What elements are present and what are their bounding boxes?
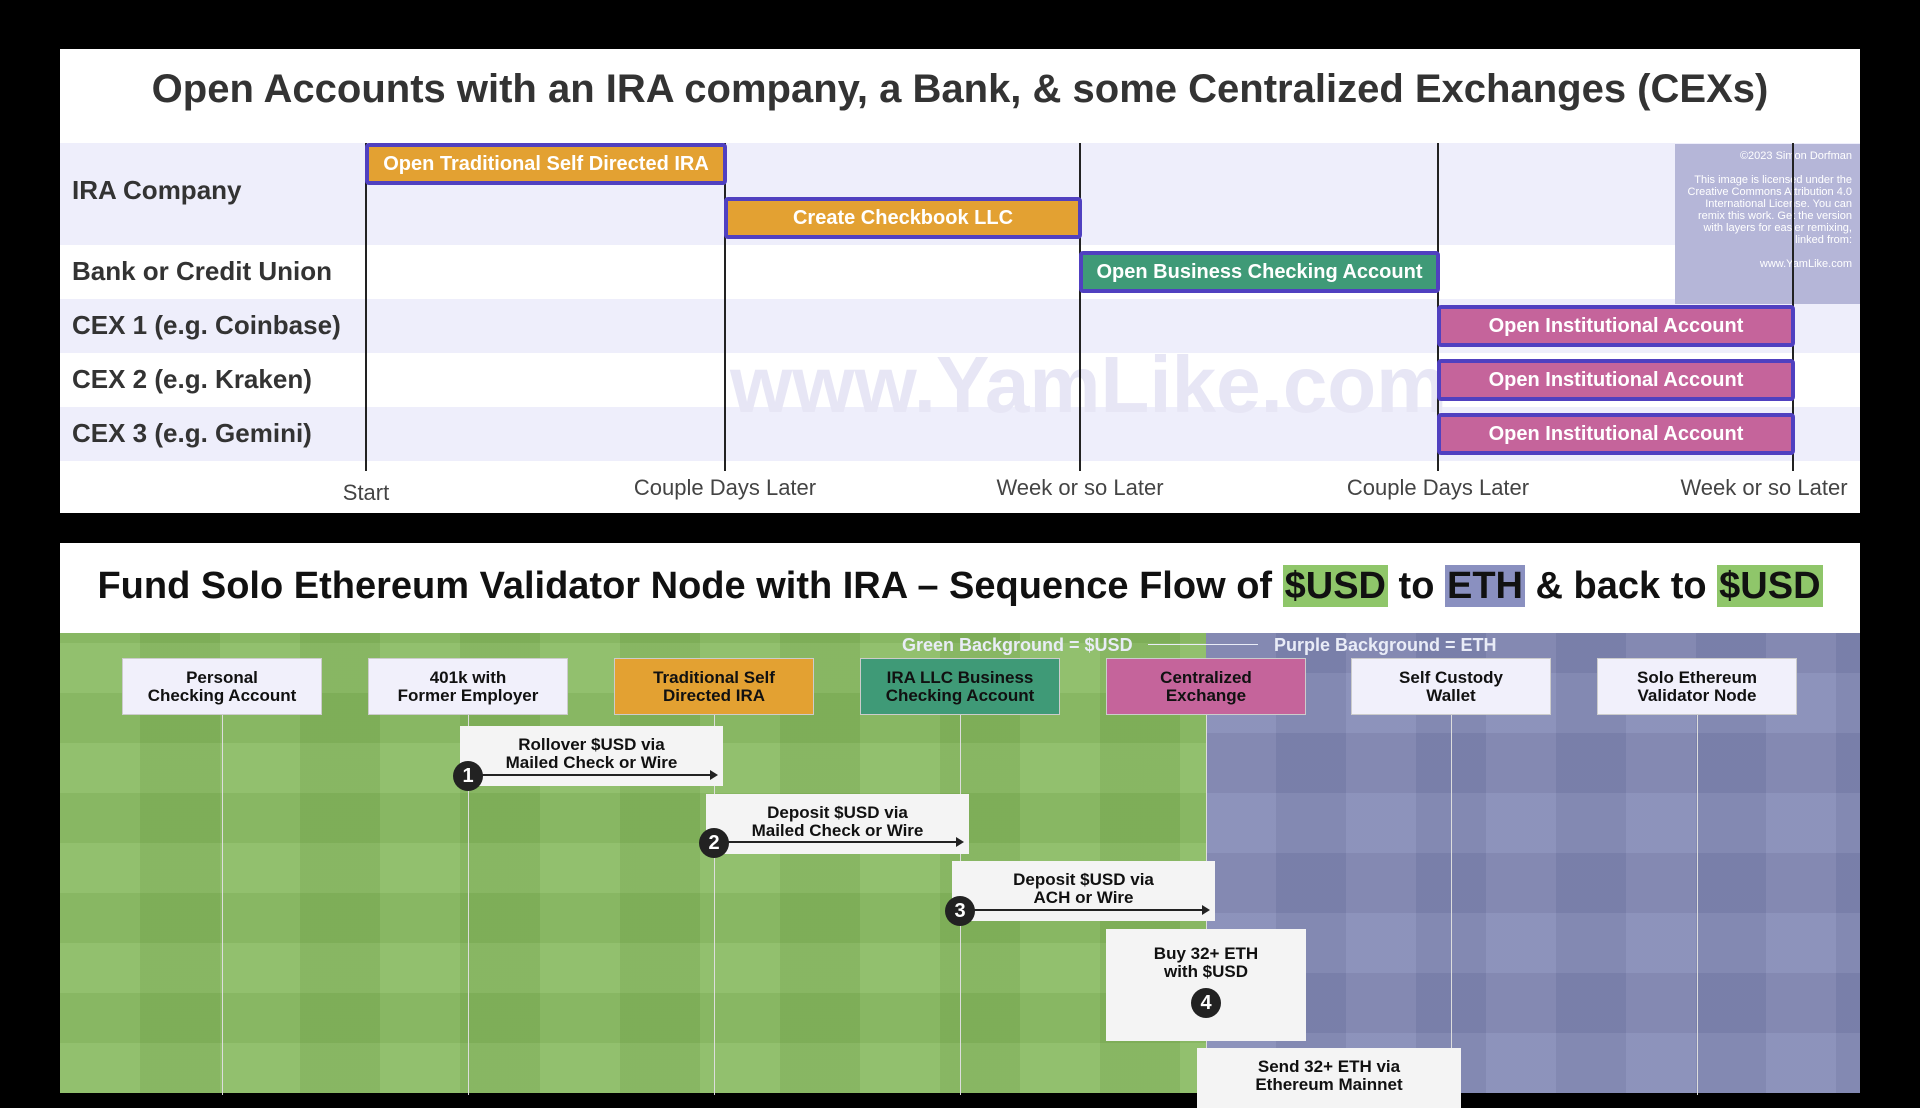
- title-usd-highlight: $USD: [1282, 565, 1388, 607]
- timeline-gridline: [724, 143, 726, 471]
- arrow: [962, 905, 1210, 915]
- timeline-gridline: [365, 143, 367, 471]
- step-number: 3: [945, 896, 975, 926]
- lifeline: [714, 715, 715, 1095]
- step-deposit-exchange: Deposit $USD via ACH or Wire: [952, 861, 1215, 921]
- task-bar-create-llc: Create Checkbook LLC: [724, 197, 1082, 239]
- step-number: 2: [699, 828, 729, 858]
- row-label-cex3: CEX 3 (e.g. Gemini): [72, 418, 312, 448]
- purple-bg-legend: Purple Background = ETH: [1274, 635, 1497, 655]
- actor-self-directed-ira: Traditional Self Directed IRA: [614, 658, 814, 715]
- row-label-bank: Bank or Credit Union: [72, 256, 333, 286]
- tick-label: Couple Days Later: [633, 475, 817, 500]
- green-bg-legend: Green Background = $USD: [902, 635, 1133, 655]
- title-part: & back to: [1524, 565, 1718, 607]
- row-label-cex1: CEX 1 (e.g. Coinbase): [72, 310, 341, 340]
- lifeline: [222, 715, 223, 1095]
- lifeline: [1451, 715, 1452, 1095]
- sequence-title: Fund Solo Ethereum Validator Node with I…: [60, 565, 1860, 608]
- step-send-eth: Send 32+ ETH via Ethereum Mainnet: [1197, 1048, 1461, 1108]
- sequence-flow-panel: Fund Solo Ethereum Validator Node with I…: [60, 543, 1860, 1108]
- step-number: 4: [1191, 988, 1221, 1018]
- license-text: This image is licensed under the Creativ…: [1687, 174, 1852, 246]
- title-eth-highlight: ETH: [1444, 565, 1525, 607]
- step-rollover: Rollover $USD via Mailed Check or Wire: [460, 726, 723, 786]
- title-part: Fund Solo Ethereum Validator Node with I…: [97, 565, 1283, 607]
- watermark: www.YamLike.com: [730, 340, 1448, 429]
- actor-self-custody-wallet: Self Custody Wallet: [1351, 658, 1551, 715]
- arrow: [716, 837, 964, 847]
- license-url: www.YamLike.com: [1759, 258, 1852, 270]
- row-label-cex2: CEX 2 (e.g. Kraken): [72, 364, 312, 394]
- task-bar-business-checking: Open Business Checking Account: [1079, 251, 1440, 293]
- task-bar-cex1-account: Open Institutional Account: [1437, 305, 1795, 347]
- title-part: to: [1388, 565, 1445, 607]
- tick-label: Start: [342, 480, 390, 505]
- tick-label: Week or so Later: [1680, 475, 1848, 500]
- actor-personal-checking: Personal Checking Account: [122, 658, 322, 715]
- arrow: [470, 770, 718, 780]
- actor-validator-node: Solo Ethereum Validator Node: [1597, 658, 1797, 715]
- task-bar-cex3-account: Open Institutional Account: [1437, 413, 1795, 455]
- tick-label: Week or so Later: [996, 475, 1164, 500]
- step-buy-eth: Buy 32+ ETH with $USD: [1106, 929, 1306, 1041]
- actor-401k: 401k with Former Employer: [368, 658, 568, 715]
- task-bar-open-ira: Open Traditional Self Directed IRA: [365, 143, 727, 185]
- lifeline: [1697, 715, 1698, 1095]
- step-number: 1: [453, 761, 483, 791]
- eth-background: [1206, 633, 1860, 1093]
- timeline-title: Open Accounts with an IRA company, a Ban…: [151, 67, 1769, 111]
- row-label-ira-company: IRA Company: [72, 175, 242, 205]
- task-bar-cex2-account: Open Institutional Account: [1437, 359, 1795, 401]
- license-copyright: ©2023 Simon Dorfman: [1739, 150, 1852, 162]
- title-usd-highlight: $USD: [1717, 565, 1823, 607]
- step-deposit-ira: Deposit $USD via Mailed Check or Wire: [706, 794, 969, 854]
- actor-centralized-exchange: Centralized Exchange: [1106, 658, 1306, 715]
- license-notice: ©2023 Simon Dorfman This image is licens…: [1675, 144, 1860, 304]
- account-timeline-panel: Open Accounts with an IRA company, a Ban…: [60, 49, 1860, 513]
- timeline-gridline: [1079, 143, 1081, 471]
- actor-llc-checking: IRA LLC Business Checking Account: [860, 658, 1060, 715]
- lifeline: [468, 715, 469, 1095]
- legend-double-arrow: [1148, 644, 1258, 645]
- tick-label: Couple Days Later: [1346, 475, 1530, 500]
